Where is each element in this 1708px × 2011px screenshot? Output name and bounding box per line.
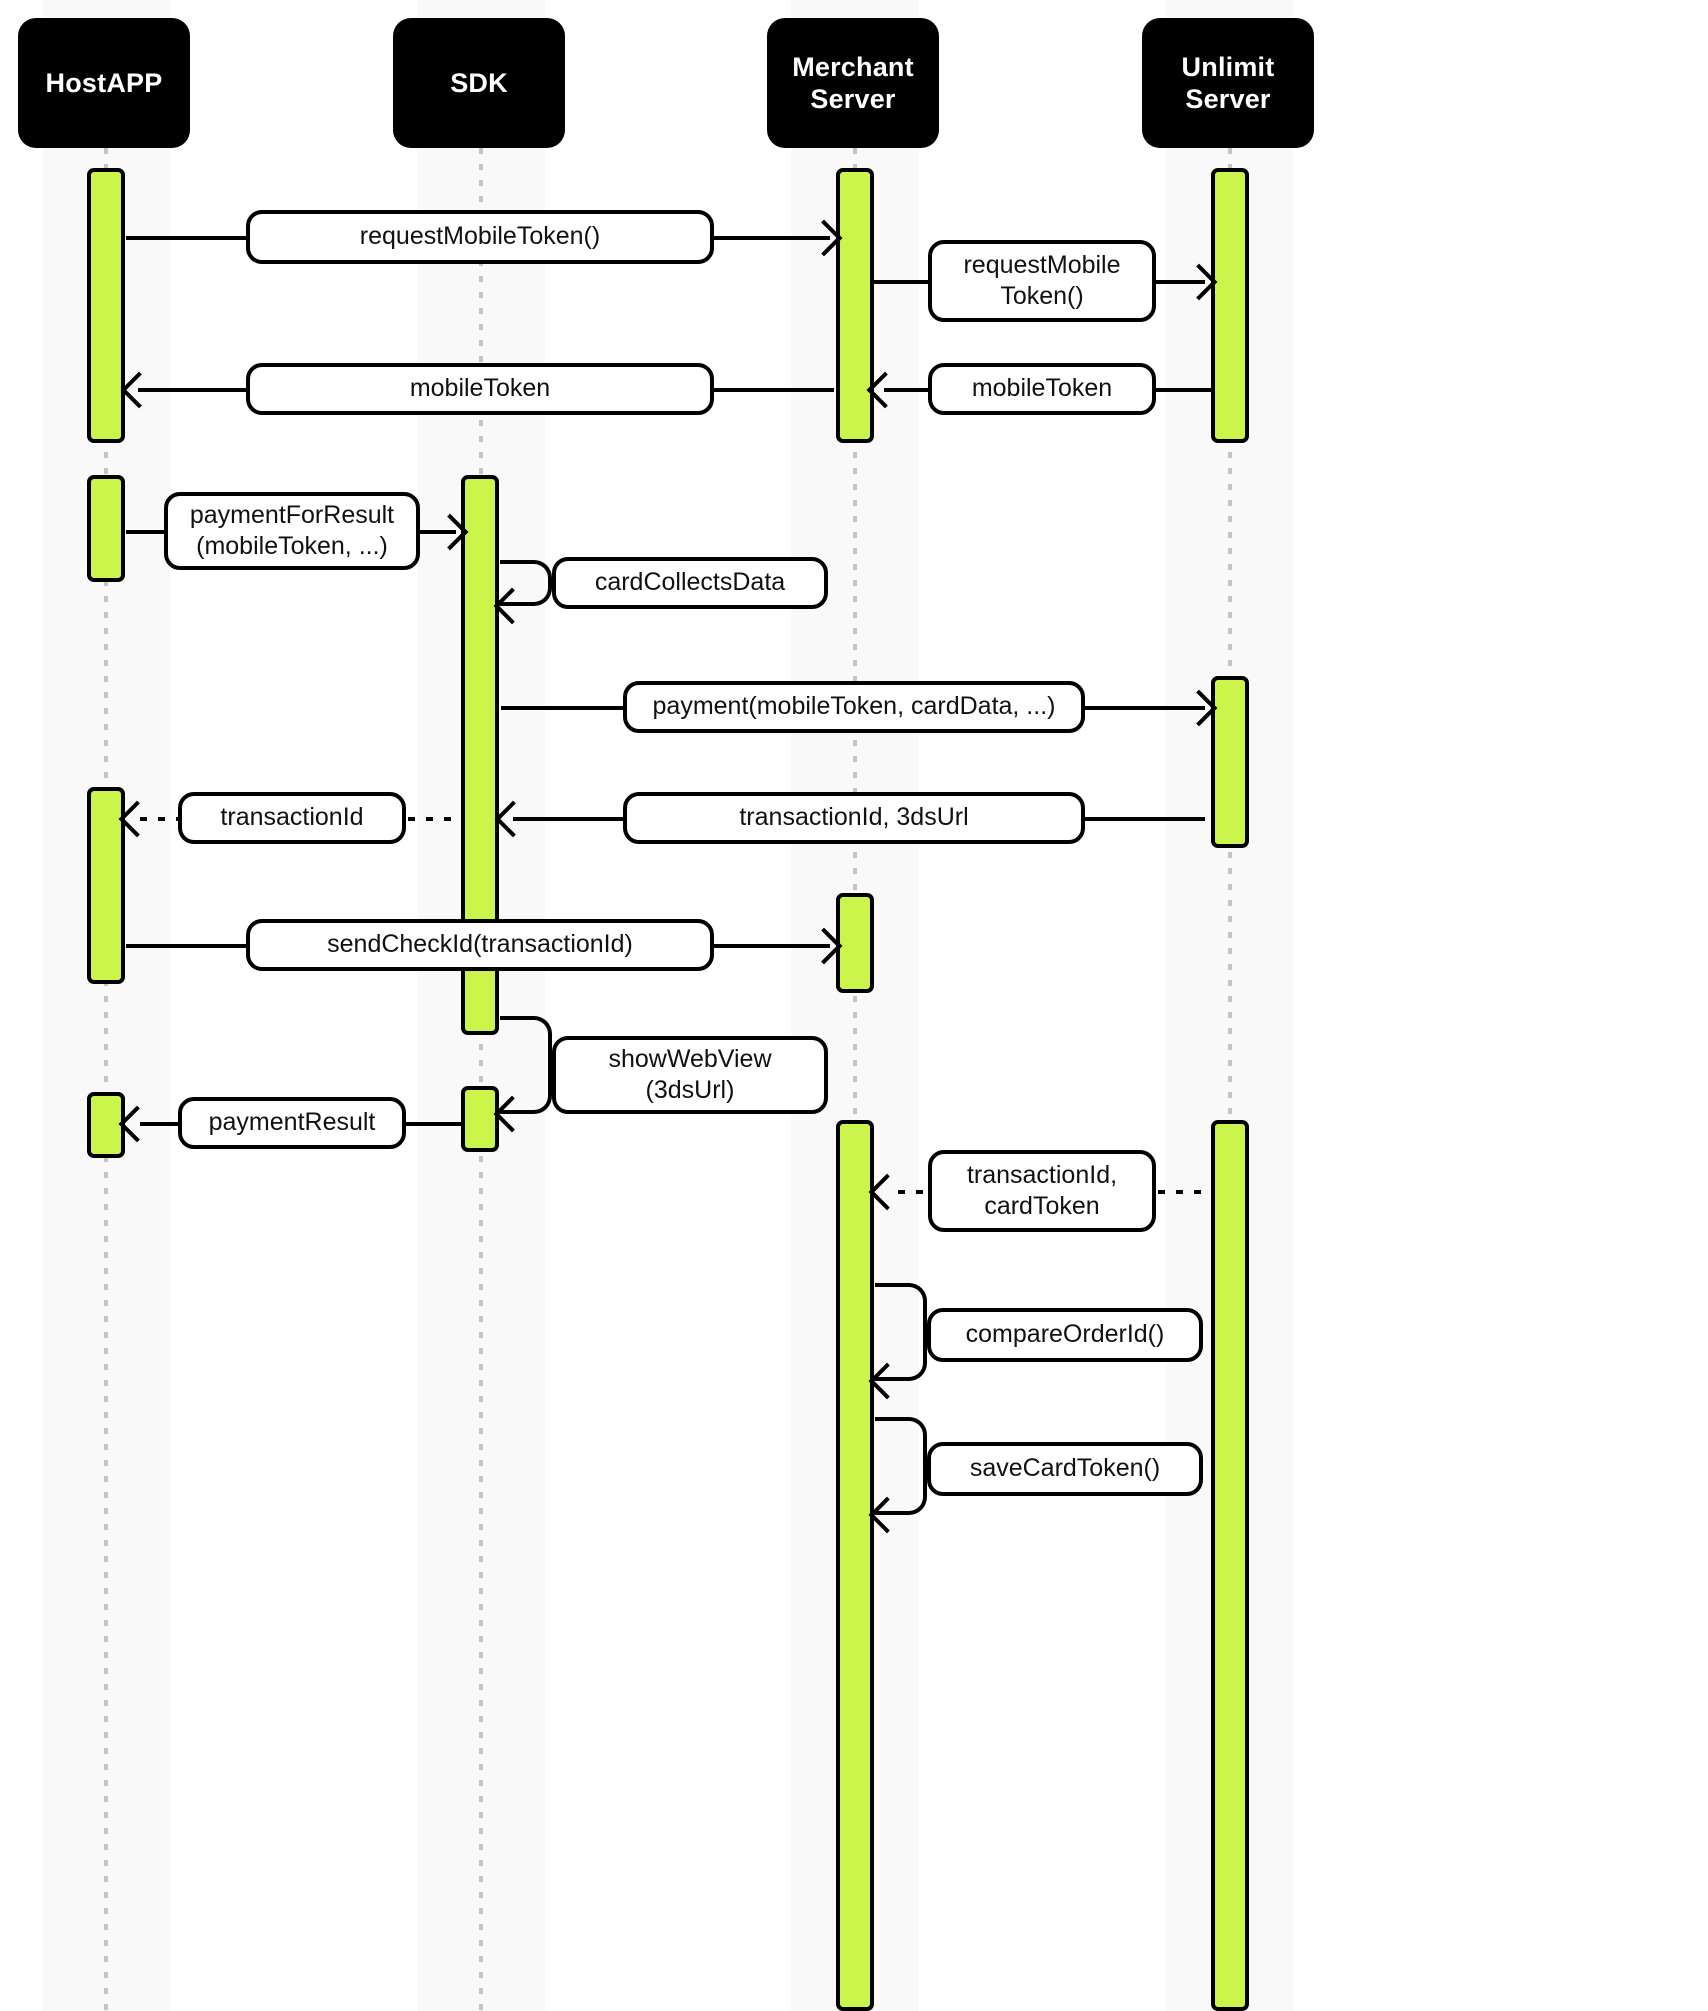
connector-m5-right	[418, 530, 456, 534]
connector-m4-right	[712, 388, 834, 392]
connector-m10-right	[712, 944, 830, 948]
message-box-m9[interactable]: transactionId	[178, 792, 406, 844]
connector-m1-left	[126, 236, 248, 240]
activation-merchant-1	[836, 168, 874, 443]
activation-hostapp-3	[87, 787, 125, 984]
message-box-m10[interactable]: sendCheckId(transactionId)	[246, 919, 714, 971]
connector-m7-left	[501, 706, 625, 710]
selfloop-m14	[875, 1283, 927, 1381]
message-box-m2[interactable]: requestMobile Token()	[928, 240, 1156, 322]
participant-sdk[interactable]: SDK	[393, 18, 565, 148]
message-label-m4: mobileToken	[409, 374, 551, 403]
message-label-m9: transactionId	[220, 803, 364, 832]
activation-unlimit-3	[1211, 1120, 1249, 2011]
lifeline-merchant	[853, 148, 857, 2011]
message-label-m10: sendCheckId(transactionId)	[327, 930, 633, 959]
message-label-m5: paymentForResult (mobileToken, ...)	[189, 500, 395, 560]
message-label-m13: transactionId, cardToken	[966, 1160, 1118, 1220]
connector-m1-right	[712, 236, 830, 240]
lifeline-unlimit	[1228, 148, 1232, 2011]
message-box-m5[interactable]: paymentForResult (mobileToken, ...)	[164, 492, 420, 570]
connector-m3-right	[1155, 388, 1213, 392]
message-box-m3[interactable]: mobileToken	[928, 363, 1156, 415]
activation-hostapp-1	[87, 168, 125, 443]
connector-m9-left	[140, 817, 178, 821]
connector-m5-left	[126, 530, 166, 534]
message-box-m4[interactable]: mobileToken	[246, 363, 714, 415]
participant-label-hostapp: HostAPP	[45, 67, 163, 98]
message-label-m2: requestMobile Token()	[963, 250, 1121, 310]
message-box-m7[interactable]: payment(mobileToken, cardData, ...)	[623, 681, 1085, 733]
message-box-m13[interactable]: transactionId, cardToken	[928, 1150, 1156, 1232]
connector-m7-right	[1084, 706, 1205, 710]
lifeline-sdk	[479, 148, 483, 2011]
message-label-m14: compareOrderId()	[965, 1320, 1165, 1349]
activation-merchant-3	[836, 1120, 874, 2011]
participant-merchant[interactable]: Merchant Server	[767, 18, 939, 148]
selfloop-m11	[500, 1016, 552, 1114]
selfloop-m6	[500, 560, 552, 606]
message-label-m6: cardCollectsData	[594, 568, 786, 597]
connector-m2-right	[1155, 280, 1205, 284]
message-box-m15[interactable]: saveCardToken()	[927, 1442, 1203, 1496]
lifeline-hostapp	[104, 148, 108, 2011]
connector-m12-right	[404, 1122, 462, 1126]
message-box-m6[interactable]: cardCollectsData	[552, 557, 828, 609]
connector-m8-right	[1084, 817, 1205, 821]
message-label-m3: mobileToken	[971, 374, 1113, 403]
participant-label-merchant: Merchant Server	[792, 51, 914, 114]
message-label-m15: saveCardToken()	[969, 1454, 1161, 1483]
connector-m12-left	[140, 1122, 178, 1126]
activation-merchant-2	[836, 893, 874, 993]
participant-unlimit[interactable]: Unlimit Server	[1142, 18, 1314, 148]
activation-hostapp-4	[87, 1092, 125, 1158]
connector-m10-left	[126, 944, 248, 948]
connector-m4-left	[138, 388, 248, 392]
connector-m9-right	[408, 817, 462, 821]
connector-m13-left	[898, 1190, 932, 1194]
connector-m3-left	[884, 388, 932, 392]
message-box-m14[interactable]: compareOrderId()	[927, 1308, 1203, 1362]
message-box-m12[interactable]: paymentResult	[178, 1097, 406, 1149]
message-label-m11: showWebView (3dsUrl)	[608, 1044, 772, 1104]
selfloop-m15	[875, 1417, 927, 1515]
participant-hostapp[interactable]: HostAPP	[18, 18, 190, 148]
connector-m8-left	[513, 817, 625, 821]
activation-unlimit-1	[1211, 168, 1249, 443]
message-label-m1: requestMobileToken()	[359, 222, 601, 251]
message-label-m8: transactionId, 3dsUrl	[739, 803, 969, 832]
message-label-m7: payment(mobileToken, cardData, ...)	[652, 692, 1056, 721]
activation-sdk-2	[461, 1086, 499, 1152]
connector-m13-right	[1158, 1190, 1212, 1194]
activation-unlimit-2	[1211, 676, 1249, 848]
message-box-m8[interactable]: transactionId, 3dsUrl	[623, 792, 1085, 844]
participant-label-unlimit: Unlimit Server	[1181, 51, 1275, 114]
message-label-m12: paymentResult	[208, 1108, 376, 1137]
message-box-m1[interactable]: requestMobileToken()	[246, 210, 714, 264]
participant-label-sdk: SDK	[450, 67, 508, 98]
connector-m2-left	[874, 280, 932, 284]
activation-hostapp-2	[87, 475, 125, 582]
message-box-m11[interactable]: showWebView (3dsUrl)	[552, 1036, 828, 1114]
